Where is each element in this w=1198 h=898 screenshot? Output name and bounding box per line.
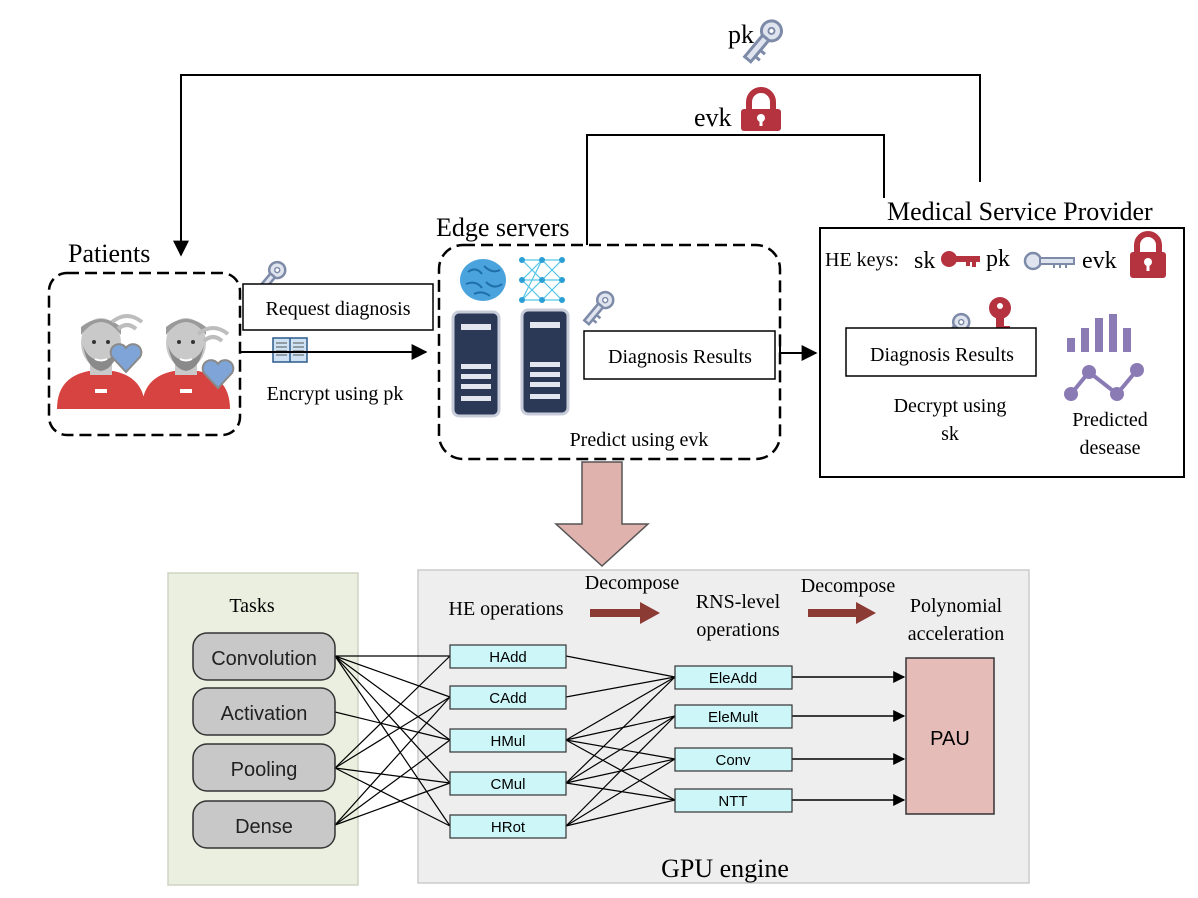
patient-icon [142,318,230,409]
brain-icon [460,259,506,301]
he-op-cadd: CAdd [449,685,567,710]
he-operations-title: HE operations [449,598,564,620]
wifi-icon [110,314,144,331]
he-op-hadd: HAdd [449,644,567,669]
chart-icon [1064,314,1144,401]
provider-results-box [845,327,1037,377]
provider-box [819,227,1185,478]
poly-title-line1: Polynomial [910,595,1003,617]
svg-text:Convolution: Convolution [211,648,317,670]
predicted-line2: desease [1079,437,1140,459]
top-pk-label: pk [728,20,754,49]
svg-text:NTT: NTT [718,793,747,810]
svg-text:Pooling: Pooling [231,759,298,781]
decrypt-line1: Decrypt using [894,395,1007,417]
svg-text:CAdd: CAdd [489,690,527,707]
decompose-label-2: Decompose [801,575,896,597]
he-op-hrot: HRot [449,814,567,839]
top-lock-icon [741,87,781,131]
heart-icon [109,343,143,374]
predicted-line1: Predicted [1072,409,1148,431]
patients-title: Patients [68,239,150,268]
request-diagnosis-box [242,283,434,331]
rns-title-line2: operations [696,619,780,641]
he-rns-connections [565,655,676,827]
wifi-icon [196,326,230,343]
edge-servers-title: Edge servers [436,213,570,242]
server-icon [451,310,501,418]
svg-text:Dense: Dense [235,816,293,838]
rns-op-eleadd: EleAdd [674,665,793,690]
rns-pau-arrows [792,671,906,806]
pk-key-icon [1023,251,1075,271]
top-evk-label: evk [694,103,732,132]
svg-text:HRot: HRot [491,819,526,836]
svg-text:Activation: Activation [221,703,308,725]
heart-icon [201,359,235,390]
offload-down-arrow [554,461,650,568]
book-icon [272,337,308,363]
request-diagnosis-label: Request diagnosis [266,298,411,320]
decompose-arrow-1 [590,602,660,624]
svg-text:HMul: HMul [490,733,525,750]
svg-text:EleAdd: EleAdd [709,670,757,687]
patients-box [47,271,242,437]
sk-key-icon [941,251,980,267]
rns-op-ntt: NTT [674,788,793,813]
encrypt-label: Encrypt using pk [267,383,404,405]
task-he-connections [334,655,451,827]
pau-block: PAU [905,657,995,815]
tasks-title: Tasks [229,595,274,617]
he-op-hmul: HMul [449,728,567,753]
poly-title-line2: acceleration [908,623,1005,645]
rns-op-conv: Conv [674,747,793,772]
sk-label: sk [914,248,935,274]
edge-results-box [583,330,776,380]
task-dense: Dense [192,800,336,849]
task-convolution: Convolution [192,632,336,681]
edge-servers-box [437,243,782,461]
svg-text:Conv: Conv [715,752,751,769]
svg-text:PAU: PAU [930,728,970,750]
svg-text:EleMult: EleMult [708,709,759,726]
provider-results-label: Diagnosis Results [870,344,1014,366]
svg-text:CMul: CMul [490,776,525,793]
he-keys-label: HE keys: [825,249,899,271]
task-activation: Activation [192,687,336,736]
predict-label: Predict using evk [570,429,709,451]
svg-text:HAdd: HAdd [489,649,527,666]
decompose-arrow-2 [808,602,876,624]
decompose-label-1: Decompose [585,572,680,594]
rns-title-line1: RNS-level [696,591,781,613]
rns-op-elemult: EleMult [674,704,793,729]
patient-icon [57,318,145,409]
pk-key-label: pk [986,246,1010,272]
evk-distribution-line [586,134,885,245]
pk-distribution-line [173,74,981,257]
gpu-title: GPU engine [661,854,789,883]
task-pooling: Pooling [192,743,336,792]
decrypt-line2: sk [941,423,959,445]
edge-results-label: Diagnosis Results [608,346,752,368]
server-icon [520,308,570,416]
he-op-cmul: CMul [449,771,567,796]
top-key-icon [742,19,783,64]
neural-network-icon [519,257,565,303]
evk-key-label: evk [1082,248,1117,274]
provider-title: Medical Service Provider [887,197,1153,226]
evk-lock-icon [1130,231,1166,278]
edge-key-icon [582,290,615,326]
